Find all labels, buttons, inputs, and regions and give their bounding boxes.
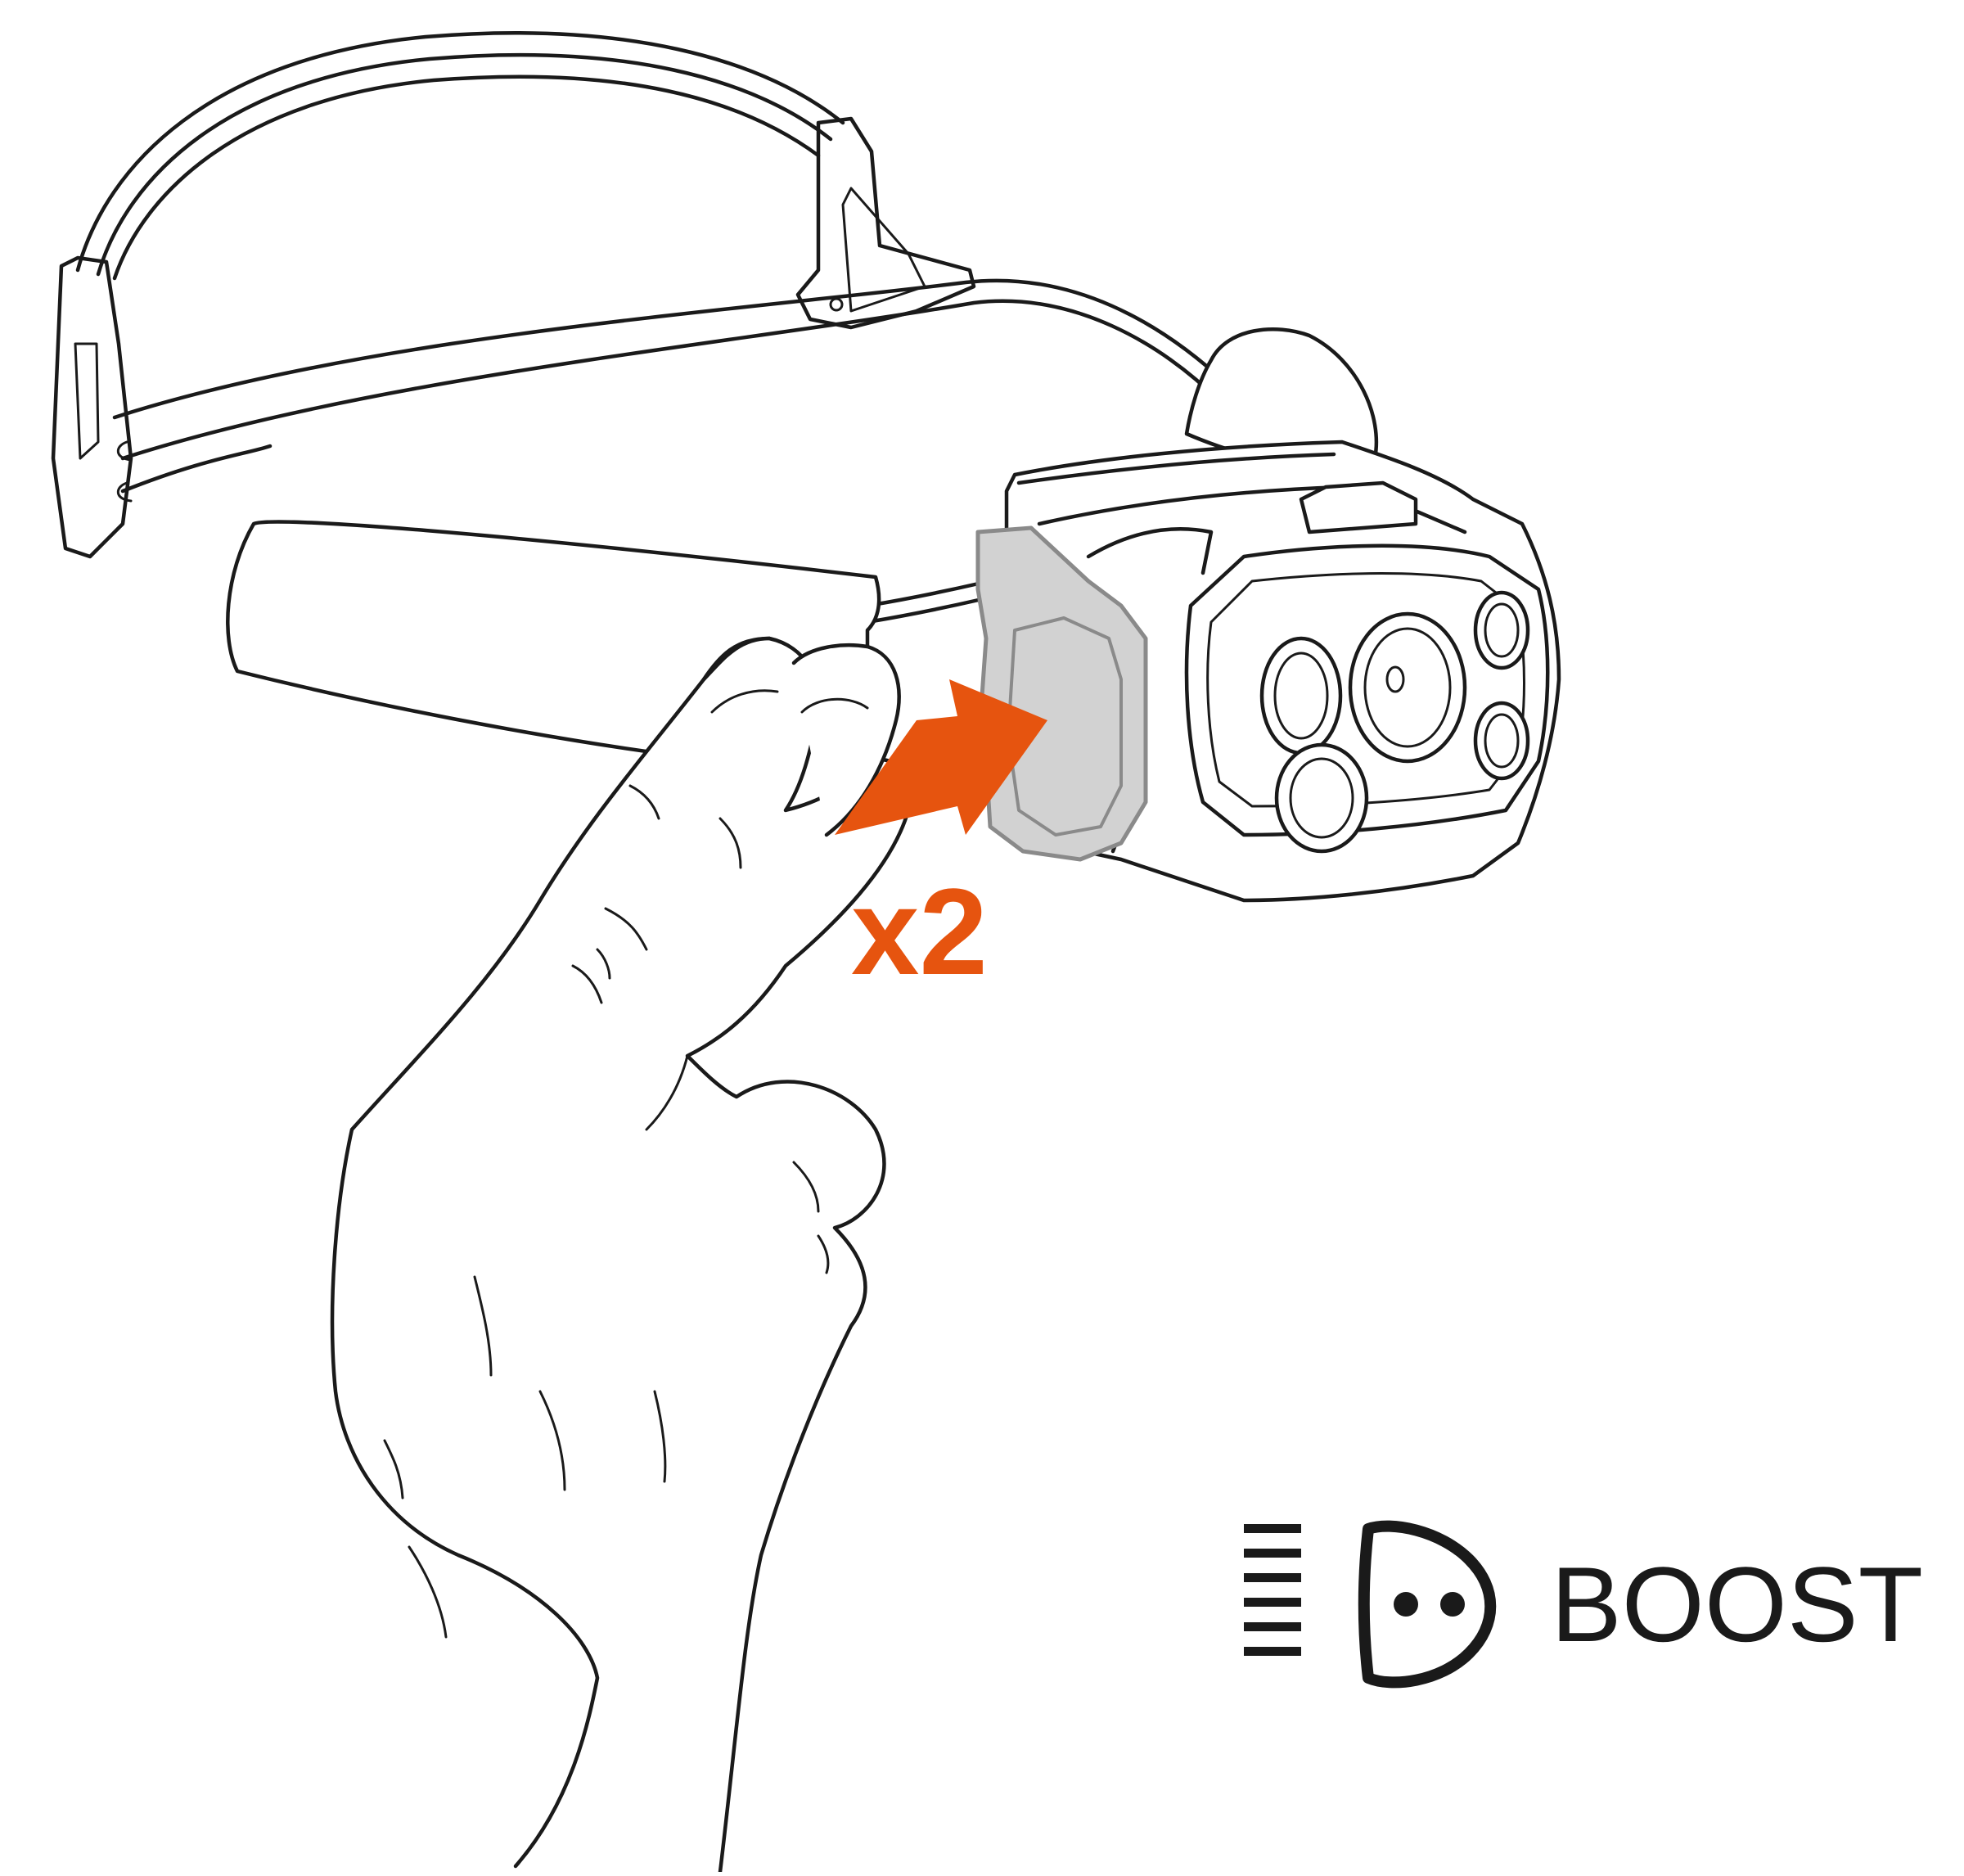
side-button[interactable] bbox=[975, 525, 1148, 862]
side-button-face[interactable] bbox=[1007, 616, 1123, 837]
mode-label: BOOST bbox=[1551, 1545, 1923, 1664]
boost-mode-indicator: BOOST bbox=[1244, 1520, 1923, 1689]
two-dot-lamp-icon bbox=[1358, 1520, 1497, 1689]
hand bbox=[330, 636, 912, 1874]
beam-lines-icon bbox=[1244, 1524, 1301, 1656]
lens-group bbox=[1259, 590, 1530, 854]
press-count-label: x2 bbox=[851, 863, 988, 1000]
press-arrow-icon bbox=[835, 679, 1047, 835]
